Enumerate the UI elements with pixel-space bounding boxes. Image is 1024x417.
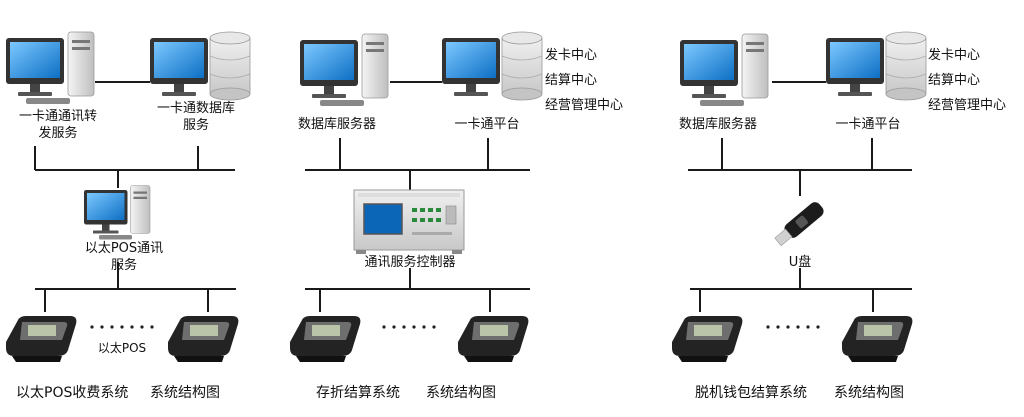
ellipsis-dots [90, 325, 154, 329]
pos-comm-service-label: 以太POS通讯 服务 [84, 241, 164, 273]
database-server-label: 数据库服务器 [297, 117, 377, 132]
ellipsis-dots [766, 325, 820, 329]
pos-terminal-icon [290, 316, 361, 362]
side-line-card-issuance: 发卡中心 [545, 48, 598, 63]
comm-controller-label: 通讯服务控制器 [364, 255, 456, 270]
card-database-service-label: 一卡通数据库 服务 [156, 101, 236, 133]
card-platform-label: 一卡通平台 [454, 117, 520, 132]
side-line-operation-management: 经营管理中心 [928, 98, 1007, 113]
side-line-operation-management: 经营管理中心 [545, 98, 624, 113]
pos-comm-computer-icon [83, 185, 151, 240]
card-platform-server-icon [825, 31, 927, 101]
database-server-icon [149, 31, 251, 101]
caption-structure: 系统结构图 [426, 385, 496, 401]
caption-structure: 系统结构图 [834, 385, 904, 401]
pos-terminal-icon [842, 316, 913, 362]
database-server-label: 数据库服务器 [678, 117, 758, 132]
connection-lines [34, 81, 912, 312]
pos-terminal-icon [458, 316, 529, 362]
caption-system-name: 存折结算系统 [316, 385, 400, 401]
database-server-computer-icon [299, 33, 389, 107]
comm-server-icon [5, 31, 95, 105]
card-platform-server-icon [441, 31, 543, 101]
side-line-settlement: 结算中心 [928, 73, 981, 88]
ellipsis-dots [382, 325, 436, 329]
caption-system-name: 以太POS收费系统 [16, 385, 129, 401]
caption-system-name: 脱机钱包结算系统 [695, 385, 807, 401]
usb-drive-label: U盘 [788, 255, 812, 270]
database-server-computer-icon [679, 33, 769, 107]
side-line-card-issuance: 发卡中心 [928, 48, 981, 63]
side-line-settlement: 结算中心 [545, 73, 598, 88]
comm-forward-service-label: 一卡通通讯转 发服务 [18, 109, 98, 141]
card-platform-label: 一卡通平台 [835, 117, 901, 132]
pos-terminal-icon [6, 316, 77, 362]
pos-terminal-icon [168, 316, 239, 362]
usb-drive-icon [774, 199, 827, 247]
comm-controller-icon [353, 189, 465, 255]
pos-terminal-group-label: 以太POS [97, 341, 147, 355]
pos-terminal-icon [672, 316, 743, 362]
caption-structure: 系统结构图 [150, 385, 220, 401]
